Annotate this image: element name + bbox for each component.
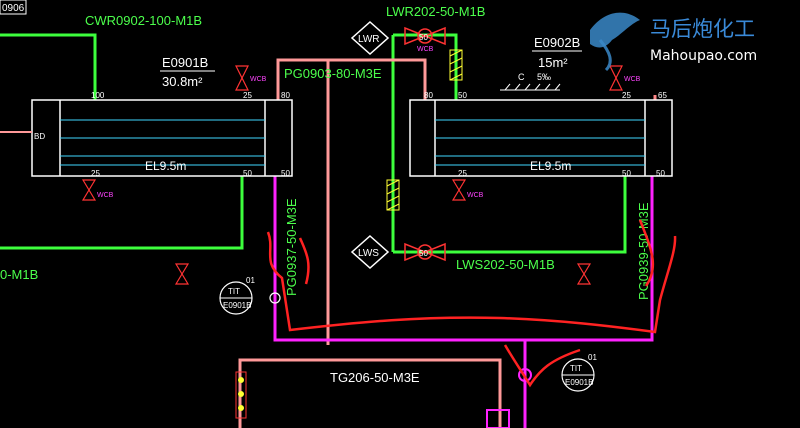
drain-valve-left[interactable] (174, 263, 190, 285)
wcb-label: WCB (250, 76, 267, 83)
watermark-cn: 马后炮化工 (650, 17, 755, 41)
valve-25-right-bottom[interactable] (451, 179, 467, 201)
pg-right-vertical-label: PG0939-50-M3E (636, 202, 651, 300)
valve-50-bottom[interactable]: 50 (404, 242, 446, 262)
heat-exchanger-left[interactable]: EL9.5m (31, 99, 293, 177)
cw-line-label: CWR0902-100-M1B (85, 13, 202, 28)
nozzle-size: 50 (458, 91, 467, 100)
drain-valve-right[interactable] (576, 263, 592, 285)
nozzle-size: 80 (281, 91, 290, 100)
ti-number: 01 (246, 276, 255, 285)
ti-tag: E0901B (565, 378, 593, 387)
valve-25-left-top[interactable] (235, 65, 249, 91)
tg-line-label: TG206-50-M3E (330, 370, 420, 385)
valve-25-left-bottom[interactable] (81, 179, 97, 201)
left-exchanger-area: 30.8m² (162, 74, 203, 89)
valve-50-top[interactable]: 50 (404, 26, 446, 46)
left-line-label: 0-M1B (0, 267, 38, 282)
ti-type: TIT (570, 364, 582, 373)
lwr-line-label: LWR202-50-M1B (386, 4, 485, 19)
bottom-box (486, 409, 510, 428)
valve-stack-left (235, 371, 247, 419)
ti-type: TIT (228, 287, 240, 296)
nozzle-size: 50 (281, 169, 290, 178)
valve-size-text: 50 (419, 33, 428, 42)
valve-size-text: 50 (419, 249, 428, 258)
watermark-url: Mahoupao.com (650, 48, 757, 64)
nozzle-size: 25 (91, 169, 100, 178)
cooling-water-return-line (0, 33, 97, 100)
temperature-indicator-right[interactable]: 01 TIT E0901B (561, 353, 597, 392)
red-markup-stroke (638, 219, 655, 287)
ti-number: 01 (588, 353, 597, 362)
lws-diamond-symbol[interactable]: LWS (350, 234, 390, 270)
temperature-indicator-left[interactable]: 01 TIT E0901B (219, 276, 255, 315)
wcb-label: WCB (624, 76, 641, 83)
lws-symbol-text: LWS (358, 248, 379, 259)
valve-25-right-top[interactable] (609, 65, 623, 91)
lwr-diamond-symbol[interactable]: LWR (350, 20, 390, 56)
right-exchanger-tag: E0902B (534, 35, 580, 50)
c-label: C (518, 72, 525, 82)
strainer-middle (386, 179, 400, 211)
slope-label: 5‰ (537, 72, 551, 82)
right-exchanger-area: 15m² (538, 55, 568, 70)
red-markup-loop (266, 231, 677, 334)
pg-line-label: PG0903-80-M3E (284, 66, 382, 81)
top-left-tag-box (0, 0, 27, 15)
red-markup-check (503, 344, 581, 388)
heat-exchanger-right[interactable]: EL9.5m (409, 99, 673, 177)
left-exchanger-elevation: EL9.5m (145, 159, 186, 173)
nozzle-size: 25 (243, 91, 252, 100)
right-exchanger-elevation: EL9.5m (530, 159, 571, 173)
nozzle-size: 50 (622, 169, 631, 178)
bd-label: BD (34, 132, 45, 141)
cooling-water-supply-line (0, 176, 244, 250)
lwr-line (393, 33, 458, 100)
lws-line (393, 176, 627, 254)
pg-line-top (276, 58, 427, 100)
nozzle-size: 80 (424, 91, 433, 100)
nozzle-size: 25 (458, 169, 467, 178)
watermark-logo (590, 12, 640, 72)
strainer-top (449, 49, 463, 81)
lwr-symbol-text: LWR (358, 34, 379, 45)
nozzle-size: 65 (658, 91, 667, 100)
nozzle-size: 50 (243, 169, 252, 178)
wcb-label: WCB (467, 192, 484, 199)
pg-left-vertical-label: PG0937-50-M3E (284, 198, 299, 296)
nozzle-size: 25 (622, 91, 631, 100)
nozzle-size: 50 (656, 169, 665, 178)
red-markup-stroke (298, 237, 310, 285)
wcb-label: WCB (417, 46, 434, 53)
left-exchanger-tag: E0901B (162, 55, 208, 70)
ti-tag: E0901B (223, 301, 251, 310)
thermowell-left (269, 292, 281, 304)
wcb-label: WCB (97, 192, 114, 199)
slope-hatch (500, 83, 561, 91)
top-left-tag: 0906 (2, 3, 25, 14)
lws-line-label: LWS202-50-M1B (456, 257, 555, 272)
nozzle-size: 100 (91, 91, 105, 100)
thermowell-right (518, 368, 532, 382)
